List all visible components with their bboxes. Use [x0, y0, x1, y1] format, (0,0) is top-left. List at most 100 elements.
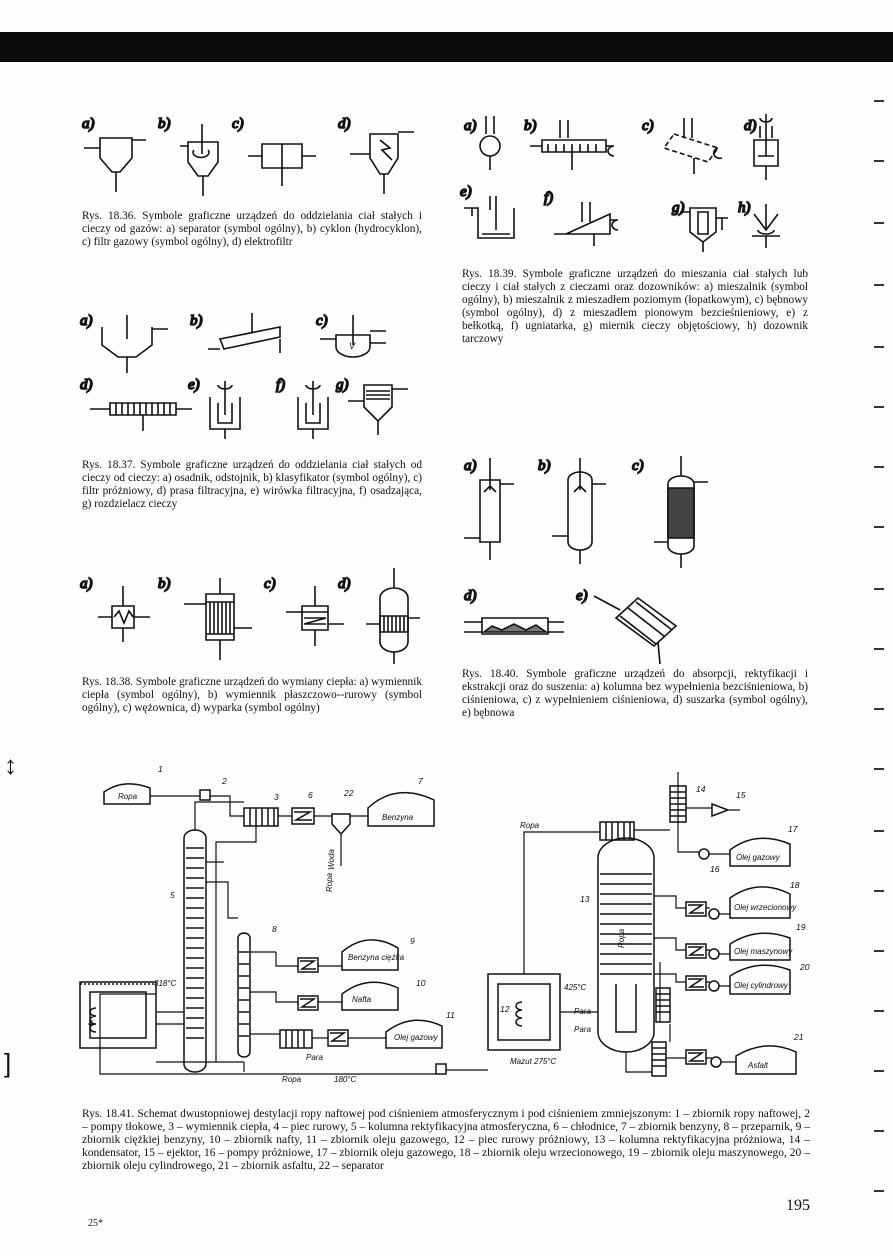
fig37-label-a: a) — [80, 313, 93, 329]
num-1: 1 — [158, 764, 163, 774]
num-4: 4 — [88, 1018, 93, 1028]
margin-mark — [874, 526, 884, 528]
fig37-label-f: f) — [276, 377, 285, 393]
tank-olej-wrzecionowy — [730, 887, 790, 918]
num-16: 16 — [710, 864, 720, 874]
stream-t425: 425°C — [564, 983, 587, 992]
separator-symbol — [84, 138, 146, 192]
kneader-symbol — [554, 202, 618, 246]
tank-olej-cylindrowy-label: Olej cylindrowy — [734, 981, 789, 990]
num-18: 18 — [790, 880, 800, 890]
cooler-6a — [292, 808, 314, 824]
fig40-label-c: c) — [632, 458, 644, 474]
vertical-mixer-symbol — [754, 114, 778, 180]
fig40-label-d: d) — [464, 588, 477, 604]
vacuum-filter-symbol: V — [320, 315, 386, 357]
tank-olej-gazowy — [386, 1020, 442, 1048]
pressure-column-symbol — [552, 458, 606, 564]
pump-16c — [709, 949, 719, 959]
top-black-band — [0, 32, 893, 62]
caption-18-39: Rys. 18.39. Symbole graficzne urządzeń d… — [462, 268, 808, 345]
tank-benzyna-ciezka — [342, 940, 398, 970]
num-15: 15 — [736, 790, 746, 800]
num-7: 7 — [418, 776, 423, 786]
tank-benzyna — [368, 793, 434, 826]
settling-centrifuge-symbol — [298, 381, 328, 439]
margin-mark — [874, 1010, 884, 1012]
margin-mark — [874, 1190, 884, 1192]
separator-22 — [332, 814, 350, 834]
margin-mark — [874, 830, 884, 832]
figure-18-38: a) b) c) d) — [79, 568, 420, 668]
num-19: 19 — [796, 922, 806, 932]
tank-olej-maszynowy — [730, 933, 790, 960]
stream-ropa-top: Ropa — [520, 821, 540, 830]
fig37-label-g: g) — [336, 377, 349, 393]
caption-18-36: Rys. 18.36. Symbole graficzne urządzeń d… — [82, 210, 422, 248]
margin-mark — [874, 100, 884, 102]
caption-18-38: Rys. 18.38. Symbole graficzne urządzeń d… — [82, 676, 422, 714]
margin-mark — [874, 284, 884, 286]
fig38-label-a: a) — [80, 576, 93, 592]
edge-bracket: ] — [4, 1048, 12, 1078]
fig36-label-d: d) — [338, 116, 351, 132]
tank-benzyna-label: Benzyna — [382, 813, 414, 822]
cooler-6g — [686, 976, 706, 990]
margin-mark — [874, 588, 884, 590]
filter-press-symbol — [90, 403, 192, 431]
exchanger-3d — [656, 988, 670, 1022]
fig37-label-d: d) — [80, 377, 93, 393]
fig36-label-c: c) — [232, 116, 244, 132]
heat-exchanger-symbol — [98, 586, 150, 642]
figure-18-36: a) b) c) d) — [81, 115, 420, 210]
dryer-symbol — [464, 618, 564, 634]
exchanger-3e — [652, 1042, 666, 1076]
stream-para1: Para — [306, 1053, 323, 1062]
shell-tube-exchanger-symbol — [184, 578, 252, 660]
num-6: 6 — [308, 790, 313, 800]
tank-olej-gazowy2-label: Olej gazowy — [736, 853, 781, 862]
filter-centrifuge-symbol — [210, 381, 240, 439]
edge-bracket: ↕ — [4, 750, 17, 780]
caption-18-40: Rys. 18.40. Symbole graficzne urządzeń d… — [462, 668, 808, 719]
svg-text:V: V — [349, 341, 356, 351]
ejector-15 — [712, 804, 728, 816]
sparger-mixer-symbol — [464, 196, 514, 238]
cooler-6f — [686, 944, 706, 958]
fig39-label-d: d) — [744, 118, 757, 134]
settler-symbol — [102, 315, 168, 373]
figure-18-41-schema: Ropa Benzyna Benzyna ciężka Nafta Olej g… — [76, 764, 810, 1084]
pump-16d — [709, 981, 719, 991]
pump-16e — [711, 1057, 721, 1067]
num-17: 17 — [788, 824, 798, 834]
margin-mark — [874, 950, 884, 952]
tank-olej-maszynowy-label: Olej maszynowy — [734, 947, 793, 956]
margin-mark — [874, 1070, 884, 1072]
packed-column-symbol — [654, 456, 708, 568]
fig39-label-b: b) — [524, 118, 537, 134]
tank-ropa-label: Ropa — [118, 792, 138, 801]
cooler-6c — [298, 996, 318, 1010]
fig40-label-a: a) — [464, 458, 477, 474]
stream-ropa-bottom: Ropa — [282, 1075, 302, 1084]
pump-16b — [709, 909, 719, 919]
exchanger-3b — [280, 1030, 312, 1048]
figure-18-39: a) b) c) d) e) f) g) h) — [459, 104, 800, 259]
fig39-label-c: c) — [642, 118, 654, 134]
cooler-6e — [686, 902, 706, 916]
num-12: 12 — [500, 1004, 510, 1014]
fig37-label-b: b) — [190, 313, 203, 329]
margin-mark — [874, 708, 884, 710]
fig37-label-e: e) — [188, 377, 200, 393]
fig38-label-b: b) — [158, 576, 171, 592]
gas-filter-symbol — [248, 144, 316, 186]
signature-mark: 25* — [88, 1218, 103, 1229]
cyclone-symbol — [180, 124, 218, 196]
piping — [100, 772, 740, 1074]
cooler-6b — [298, 958, 318, 972]
margin-mark — [874, 466, 884, 468]
caption-18-37: Rys. 18.37. Symbole graficzne urządzeń d… — [82, 459, 422, 510]
drum-mixer-symbol — [664, 118, 722, 174]
num-9: 9 — [410, 936, 415, 946]
margin-mark — [874, 346, 884, 348]
